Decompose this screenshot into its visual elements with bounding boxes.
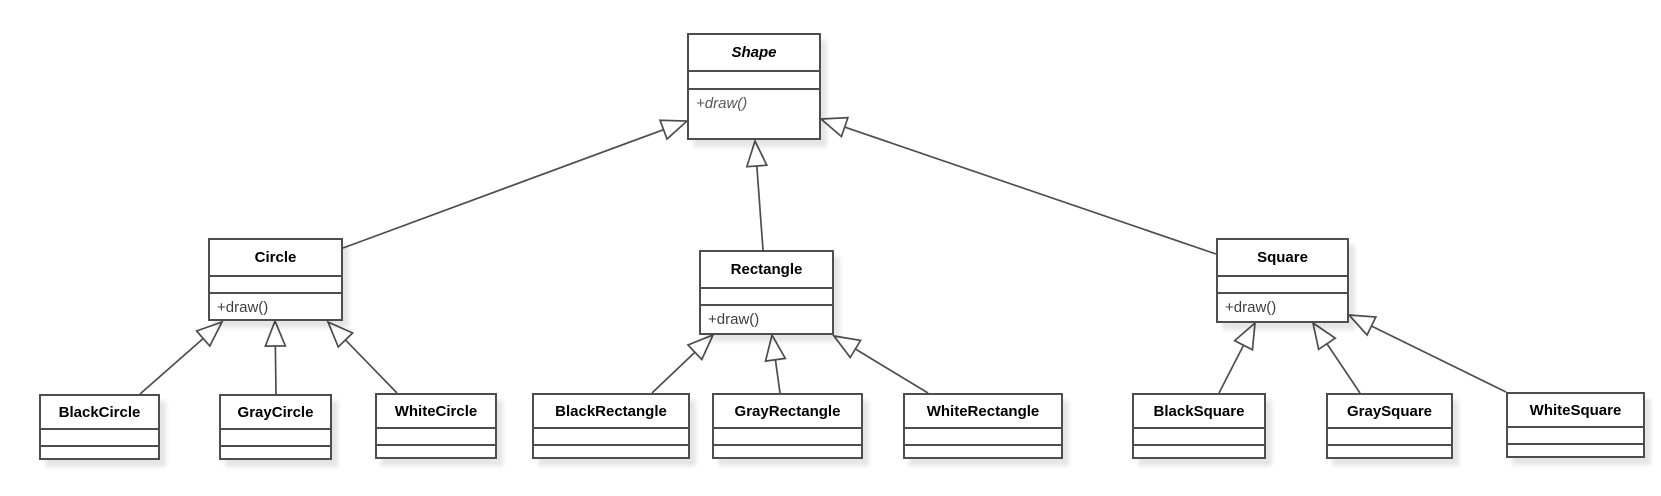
class-methods-section: +draw() [210, 292, 341, 319]
class-box-white-circle[interactable]: WhiteCircle [375, 393, 497, 459]
class-methods-section [377, 444, 495, 457]
hollow-triangle-arrowhead-icon [818, 116, 850, 139]
class-box-gray-rectangle[interactable]: GrayRectangle [712, 393, 863, 459]
class-title: BlackCircle [58, 403, 141, 421]
class-box-rectangle[interactable]: Rectangle +draw() [699, 250, 834, 335]
inheritance-edge-white-square-to-square[interactable] [1346, 313, 1507, 393]
class-box-black-square[interactable]: BlackSquare [1132, 393, 1266, 459]
class-methods-section: +draw() [689, 88, 819, 138]
class-attributes-section [1508, 426, 1643, 443]
class-box-black-circle[interactable]: BlackCircle [39, 394, 160, 460]
class-title: Circle [254, 249, 297, 266]
edge-line [342, 128, 664, 249]
inheritance-edge-black-circle-to-circle[interactable] [139, 320, 224, 395]
inheritance-edge-circle-to-shape[interactable] [342, 119, 690, 249]
class-title: GrayCircle [237, 403, 314, 421]
class-methods-section: +draw() [1218, 292, 1347, 321]
hollow-triangle-arrowhead-icon [1311, 321, 1337, 351]
class-attributes-section [905, 427, 1061, 444]
class-methods-section [1508, 443, 1643, 456]
class-title: BlackSquare [1153, 402, 1245, 420]
class-methods-section [221, 445, 330, 458]
hollow-triangle-arrowhead-icon [686, 333, 715, 361]
class-attributes-section [714, 427, 861, 444]
edge-line [1326, 343, 1361, 394]
inheritance-edge-gray-square-to-square[interactable] [1311, 321, 1361, 394]
class-method: +draw() [696, 95, 748, 112]
hollow-triangle-arrowhead-icon [195, 320, 224, 348]
class-methods-section [905, 444, 1061, 457]
class-method: +draw() [217, 299, 269, 316]
edge-line [651, 351, 696, 394]
class-attributes-section [377, 427, 495, 444]
class-title: Shape [731, 44, 777, 61]
class-methods-section [714, 444, 861, 457]
edge-line [844, 126, 1217, 255]
edge-line [854, 348, 929, 394]
hollow-triangle-arrowhead-icon [745, 138, 769, 168]
class-box-circle[interactable]: Circle +draw() [208, 238, 343, 321]
class-attributes-section [1328, 427, 1451, 444]
hollow-triangle-arrowhead-icon [1233, 320, 1257, 352]
class-title: BlackRectangle [555, 402, 667, 420]
class-title: WhiteSquare [1529, 401, 1622, 419]
class-methods-section [534, 444, 688, 457]
hollow-triangle-arrowhead-icon [1346, 313, 1378, 337]
class-box-white-rectangle[interactable]: WhiteRectangle [903, 393, 1063, 459]
class-methods-section [41, 445, 158, 458]
class-attributes-section [534, 427, 688, 444]
class-box-black-rectangle[interactable]: BlackRectangle [532, 393, 690, 459]
inheritance-edge-gray-rectangle-to-rectangle[interactable] [764, 332, 787, 394]
edge-line [344, 339, 398, 394]
hollow-triangle-arrowhead-icon [832, 334, 862, 360]
class-box-shape[interactable]: Shape +draw() [687, 33, 821, 140]
class-attributes-section [1134, 427, 1264, 444]
class-box-square[interactable]: Square +draw() [1216, 238, 1349, 323]
class-attributes-section [1218, 275, 1347, 292]
class-attributes-section [221, 428, 330, 445]
class-attributes-section [689, 70, 819, 88]
class-attributes-section [701, 287, 832, 304]
edge-line [139, 337, 204, 395]
class-title: GraySquare [1346, 402, 1433, 420]
class-methods-section [1134, 444, 1264, 457]
inheritance-edge-black-square-to-square[interactable] [1218, 320, 1257, 394]
inheritance-edge-square-to-shape[interactable] [818, 116, 1217, 255]
inheritance-edge-rectangle-to-shape[interactable] [745, 138, 769, 251]
edge-line [774, 359, 781, 394]
edge-line [1218, 344, 1245, 394]
class-box-white-square[interactable]: WhiteSquare [1506, 392, 1645, 458]
class-methods-section [1328, 444, 1451, 457]
class-title: WhiteCircle [394, 402, 478, 420]
class-title: WhiteRectangle [926, 402, 1040, 420]
class-title: Rectangle [730, 261, 803, 278]
class-method: +draw() [708, 311, 760, 328]
hollow-triangle-arrowhead-icon [264, 318, 287, 348]
inheritance-edge-gray-circle-to-circle[interactable] [264, 318, 287, 395]
class-method: +draw() [1225, 299, 1277, 316]
class-title: Square [1257, 249, 1308, 266]
hollow-triangle-arrowhead-icon [658, 119, 690, 141]
class-attributes-section [41, 428, 158, 445]
edge-line [274, 345, 277, 395]
hollow-triangle-arrowhead-icon [764, 332, 787, 363]
class-box-gray-square[interactable]: GraySquare [1326, 393, 1453, 459]
class-title: GrayRectangle [734, 402, 841, 420]
edge-line [755, 165, 764, 251]
inheritance-edge-white-rectangle-to-rectangle[interactable] [832, 334, 929, 394]
hollow-triangle-arrowhead-icon [326, 320, 355, 349]
inheritance-edge-black-rectangle-to-rectangle[interactable] [651, 333, 715, 394]
edge-line [1371, 325, 1507, 393]
class-attributes-section [210, 275, 341, 292]
class-box-gray-circle[interactable]: GrayCircle [219, 394, 332, 460]
inheritance-edge-white-circle-to-circle[interactable] [326, 320, 398, 394]
class-methods-section: +draw() [701, 304, 832, 333]
